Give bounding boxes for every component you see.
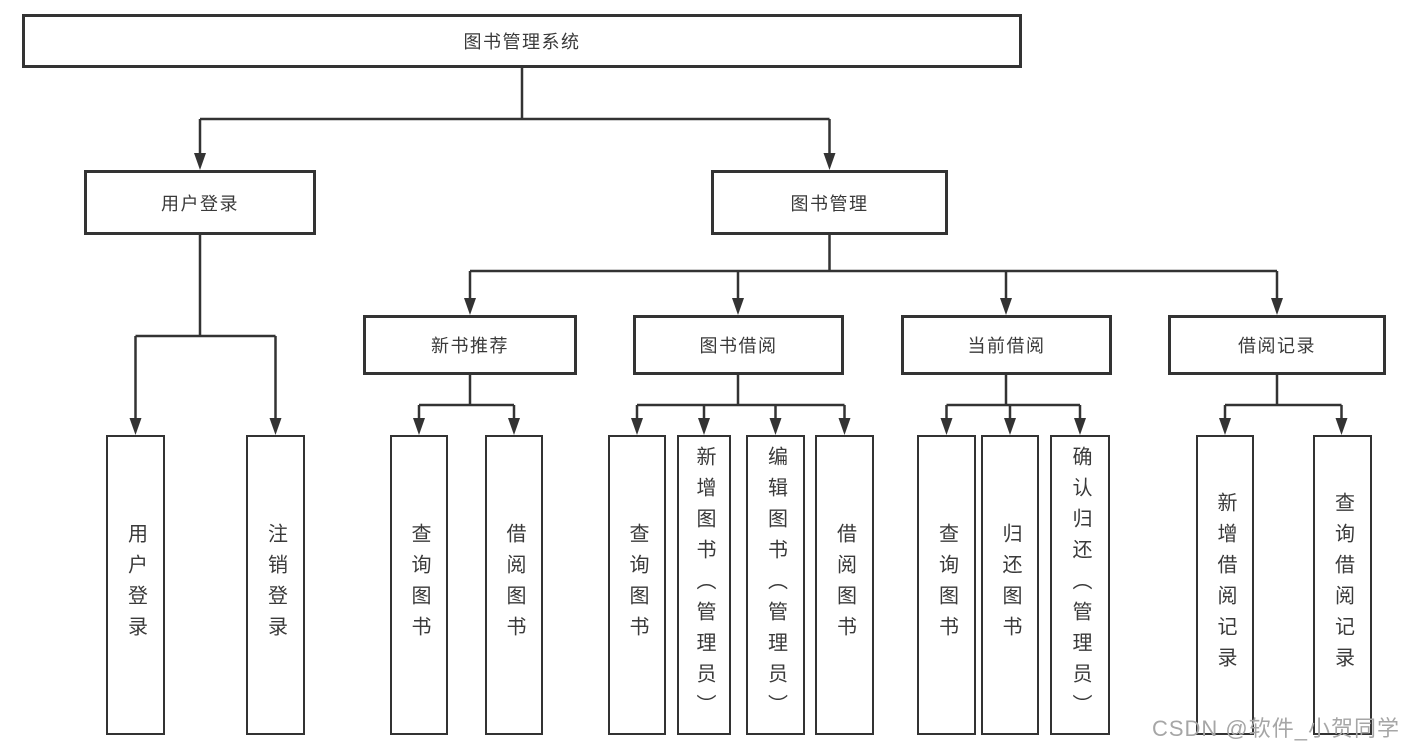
arrow-down-icon (194, 153, 206, 170)
leaf-logout: 注销登录 (246, 435, 305, 735)
arrow-down-icon (269, 418, 282, 435)
arrow-down-icon (129, 418, 142, 435)
leaf-query-borrow-record: 查询借阅记录 (1313, 435, 1372, 735)
leaf-query-books-1: 查询图书 (390, 435, 448, 735)
connector-borrow-records-branch (1219, 375, 1348, 435)
node-label: 新增图书（管理员） (693, 445, 715, 725)
arrow-down-icon (508, 418, 520, 435)
connector-book-mgmt-branch (464, 235, 1283, 315)
node-book-management: 图书管理 (711, 170, 948, 235)
node-label: 查询图书 (935, 523, 958, 647)
node-user-login: 用户登录 (84, 170, 316, 235)
arrow-down-icon (1219, 418, 1231, 435)
leaf-return-books: 归还图书 (981, 435, 1039, 735)
arrow-down-icon (1271, 298, 1283, 315)
arrow-down-icon (823, 153, 836, 170)
leaf-borrow-books-2: 借阅图书 (815, 435, 874, 735)
leaf-query-books-2: 查询图书 (608, 435, 666, 735)
connector-book-borrow-branch (631, 375, 851, 435)
arrow-down-icon (631, 418, 643, 435)
node-label: 查询借阅记录 (1331, 492, 1354, 678)
leaf-query-books-3: 查询图书 (917, 435, 976, 735)
node-label: 新增借阅记录 (1214, 492, 1236, 678)
arrow-down-icon (838, 418, 851, 435)
node-label: 新书推荐 (431, 336, 509, 356)
arrow-down-icon (413, 418, 425, 435)
arrow-down-icon (1004, 418, 1016, 435)
node-label: 图书借阅 (699, 336, 778, 356)
node-label: 借阅记录 (1238, 336, 1316, 356)
node-new-book-recommend: 新书推荐 (363, 315, 577, 375)
node-borrow-records: 借阅记录 (1168, 315, 1386, 375)
arrow-down-icon (698, 418, 710, 435)
arrow-down-icon (1000, 298, 1012, 315)
node-current-borrow: 当前借阅 (901, 315, 1112, 375)
arrow-down-icon (732, 298, 744, 315)
node-label: 当前借阅 (967, 336, 1046, 356)
node-label: 用户登录 (161, 193, 239, 214)
node-label: 借阅图书 (503, 523, 525, 647)
connector-user-login-branch (129, 235, 282, 435)
leaf-borrow-books-1: 借阅图书 (485, 435, 543, 735)
connector-root-to-level2 (194, 68, 836, 170)
leaf-user-login: 用户登录 (106, 435, 165, 735)
leaf-add-books-admin: 新增图书（管理员） (677, 435, 731, 735)
node-label: 归还图书 (999, 523, 1021, 647)
leaf-confirm-return-admin: 确认归还（管理员） (1050, 435, 1110, 735)
connector-current-borrow-branch (940, 375, 1086, 435)
node-label: 图书管理 (790, 193, 869, 214)
node-root-system: 图书管理系统 (22, 14, 1022, 68)
arrow-down-icon (1335, 418, 1348, 435)
arrow-down-icon (1074, 418, 1086, 435)
node-label: 图书管理系统 (463, 32, 581, 52)
node-label: 查询图书 (408, 523, 430, 647)
arrow-down-icon (464, 298, 476, 315)
node-label: 查询图书 (626, 523, 648, 647)
node-label: 借阅图书 (833, 523, 856, 647)
node-book-borrow: 图书借阅 (633, 315, 844, 375)
node-label: 注销登录 (264, 523, 287, 647)
csdn-watermark: CSDN @软件_小贺同学 (1151, 716, 1400, 741)
arrow-down-icon (940, 418, 953, 435)
leaf-edit-books-admin: 编辑图书（管理员） (746, 435, 805, 735)
node-label: 用户登录 (124, 523, 147, 647)
node-label: 编辑图书（管理员） (764, 445, 787, 725)
arrow-down-icon (769, 418, 782, 435)
leaf-add-borrow-record: 新增借阅记录 (1196, 435, 1254, 735)
node-label: 确认归还（管理员） (1069, 445, 1091, 725)
connector-new-books-branch (413, 375, 520, 435)
